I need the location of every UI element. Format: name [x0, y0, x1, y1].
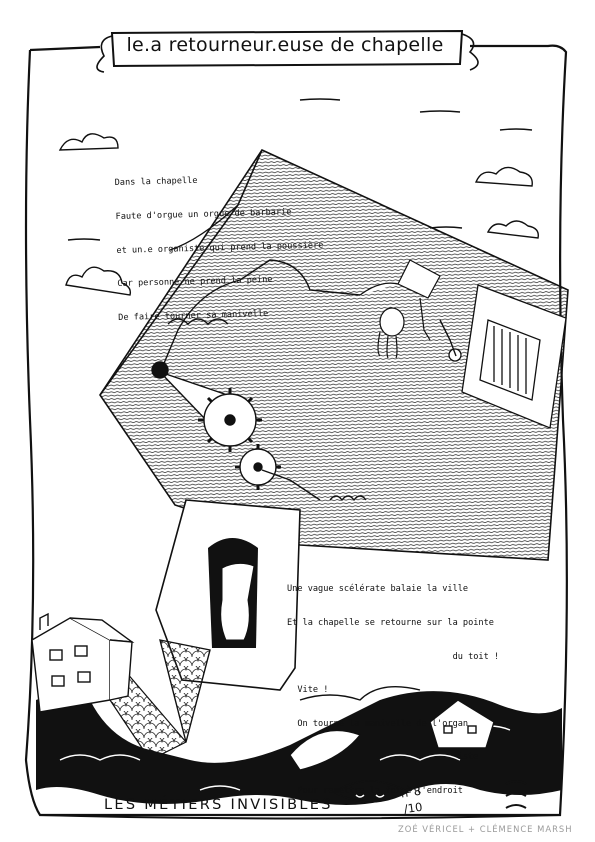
poem-line: Une vague scélérate balaie la ville [287, 584, 469, 595]
issue-number: n°8 /10 [388, 781, 436, 819]
floating-house-left [31, 612, 135, 713]
poem-line: Faute d'orgue un orgue de barbarie [115, 207, 292, 222]
poem-bottom: Une vague scélérate balaie la ville Et l… [287, 562, 499, 820]
poem-line: et un.e organiste qui prend la poussière [116, 240, 324, 256]
floating-house-right [429, 699, 495, 749]
footer-face [332, 780, 410, 803]
clouds [58, 98, 539, 296]
poem-line: Et la chapelle se retourne sur la pointe [287, 618, 494, 629]
page-title: le.a retourneur.euse de chapelle [126, 34, 444, 56]
page-border [24, 44, 568, 817]
zm-logo [505, 780, 527, 809]
poem-line: Car personne ne prend la peine [117, 275, 273, 290]
sea [36, 685, 562, 805]
crank-mechanism [151, 259, 457, 502]
poem-line: Pour remettre la foi à l'endroit [287, 786, 463, 797]
poem-line: du toit ! [287, 651, 500, 662]
chapel [99, 148, 569, 761]
organist-figure [359, 259, 441, 359]
poem-line: Dans la chapelle [114, 176, 198, 189]
poem-line: Vite ! [287, 685, 329, 696]
barrel-organ [448, 284, 567, 429]
poem-top: Dans la chapelle Faute d'orgue un orgue … [114, 151, 326, 347]
poem-line: iste [287, 752, 479, 763]
title-banner [96, 29, 479, 73]
credits: ZOÉ VÉRICEL + CLÉMENCE MARSH [398, 824, 573, 834]
poem-line: On tourne la manivelle de l'organ [287, 718, 469, 729]
poem-line: De faire tourner sa manivelle [118, 308, 269, 323]
series-title: LES MÉTIERS INVISIBLES [104, 797, 333, 813]
